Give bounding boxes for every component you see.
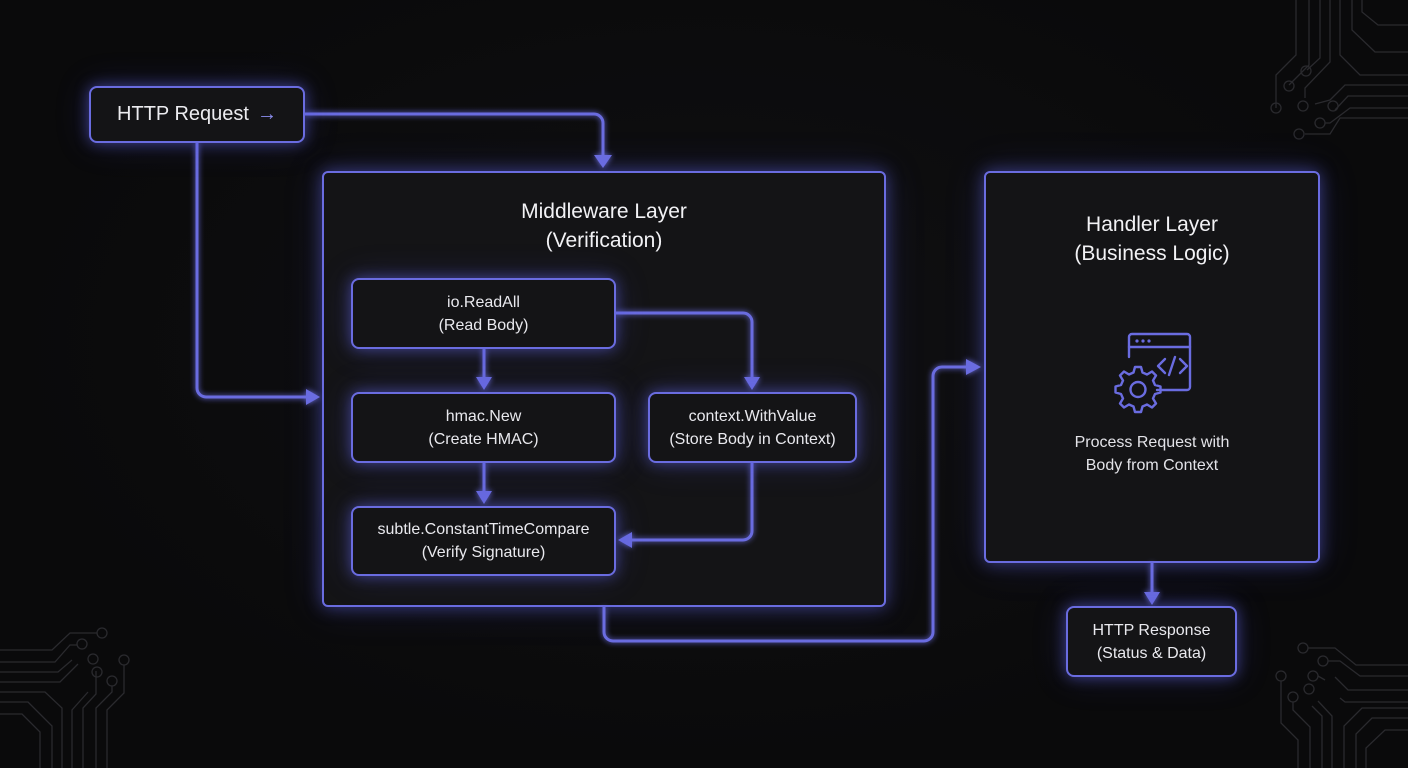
edge-context-to-compare (632, 462, 754, 542)
edge-middleware-to-handler (602, 365, 968, 643)
handler-description: Process Request with Body from Context (986, 431, 1318, 477)
circuit-trace (1361, 0, 1408, 26)
circuit-node (1287, 691, 1299, 703)
circuit-node (106, 675, 118, 687)
circuit-trace (1280, 681, 1299, 768)
arrowhead (476, 491, 492, 504)
circuit-trace (0, 713, 41, 768)
circuit-trace (1304, 0, 1331, 98)
circuit-trace (0, 701, 53, 768)
handler-title-line2: (Business Logic) (1074, 242, 1230, 265)
circuit-trace (1334, 95, 1408, 111)
circuit-trace (1311, 705, 1323, 768)
arrowhead (618, 532, 632, 548)
middleware-title-line2: (Verification) (545, 229, 663, 252)
http-request-label: HTTP Request (117, 103, 249, 125)
step-description: (Read Body) (438, 316, 529, 334)
circuit-trace (1325, 107, 1408, 124)
circuit-trace (1343, 707, 1408, 768)
middleware-layer-title: Middleware Layer (Verification) (324, 197, 884, 255)
circuit-trace (1317, 675, 1326, 681)
arrowhead (1144, 592, 1160, 605)
circuit-node (1300, 65, 1312, 77)
handler-title-line1: Handler Layer (1086, 213, 1218, 236)
circuit-trace (71, 691, 89, 768)
circuit-node (1317, 655, 1329, 667)
circuit-trace (1306, 0, 1321, 71)
circuit-trace (1339, 697, 1408, 703)
circuit-node (1293, 128, 1305, 140)
circuit-node (1297, 100, 1309, 112)
step-function: context.WithValue (688, 407, 817, 425)
circuit-trace (1314, 84, 1408, 105)
middleware-title-line1: Middleware Layer (521, 200, 687, 223)
http-request-node[interactable]: HTTP Request → (89, 86, 305, 143)
step-function: hmac.New (445, 407, 522, 425)
handler-layer-title: Handler Layer (Business Logic) (986, 210, 1318, 268)
edge-read-to-context (615, 311, 754, 378)
circuit-trace (95, 686, 113, 768)
circuit-trace (1305, 117, 1408, 135)
arrowhead (966, 359, 981, 375)
step-io-readall[interactable]: io.ReadAll (Read Body) (351, 278, 616, 349)
circuit-trace (1328, 660, 1408, 677)
circuit-trace (1317, 700, 1333, 768)
step-description: (Verify Signature) (421, 544, 546, 561)
handler-text-line1: Process Request with (1074, 434, 1230, 451)
circuit-node (1270, 102, 1282, 114)
circuit-trace (0, 644, 77, 663)
circuit-node (118, 654, 130, 666)
arrow-right-icon: → (256, 103, 277, 125)
circuit-node (91, 666, 103, 678)
step-hmac-new[interactable]: hmac.New (Create HMAC) (351, 392, 616, 463)
circuit-trace (0, 659, 73, 673)
arrowhead (306, 389, 320, 405)
circuit-node (76, 638, 88, 650)
circuit-trace (1308, 647, 1408, 666)
circuit-trace (1339, 0, 1408, 76)
edge-request-to-middleware (305, 112, 605, 157)
circuit-trace (106, 665, 125, 768)
circuit-trace (1334, 676, 1408, 691)
circuit-node (1314, 117, 1326, 129)
circuit-node (96, 627, 108, 639)
edge-request-to-middleware-side (195, 143, 308, 399)
http-response-node[interactable]: HTTP Response (Status & Data) (1066, 606, 1237, 677)
step-description: (Create HMAC) (428, 430, 539, 448)
code-window-gear-icon (1114, 332, 1192, 414)
response-description: (Status & Data) (1096, 644, 1207, 662)
circuit-trace (0, 663, 79, 683)
handler-text-line2: Body from Context (1085, 457, 1219, 474)
circuit-trace (1351, 0, 1408, 53)
circuit-node (1303, 683, 1315, 695)
step-function: io.ReadAll (447, 293, 520, 311)
circuit-trace (1355, 717, 1408, 768)
circuit-trace (82, 671, 97, 768)
step-constant-time-compare[interactable]: subtle.ConstantTimeCompare (Verify Signa… (351, 506, 616, 576)
circuit-node (87, 653, 99, 665)
handler-layer-container: Handler Layer (Business Logic) Process R… (984, 171, 1320, 563)
circuit-node (1297, 642, 1309, 654)
circuit-node (1307, 670, 1319, 682)
step-description: (Store Body in Context) (669, 430, 836, 448)
arrowhead (476, 377, 492, 390)
response-title: HTTP Response (1092, 621, 1211, 639)
circuit-trace (1365, 729, 1408, 768)
arrowhead (594, 155, 612, 168)
step-context-withvalue[interactable]: context.WithValue (Store Body in Context… (648, 392, 857, 463)
step-function: subtle.ConstantTimeCompare (377, 521, 590, 538)
circuit-trace (1292, 702, 1311, 768)
arrowhead (744, 377, 760, 390)
circuit-trace (1275, 0, 1297, 108)
circuit-trace (0, 691, 63, 768)
circuit-trace (1288, 0, 1310, 86)
circuit-node (1283, 80, 1295, 92)
circuit-node (1275, 670, 1287, 682)
circuit-trace (0, 632, 97, 651)
